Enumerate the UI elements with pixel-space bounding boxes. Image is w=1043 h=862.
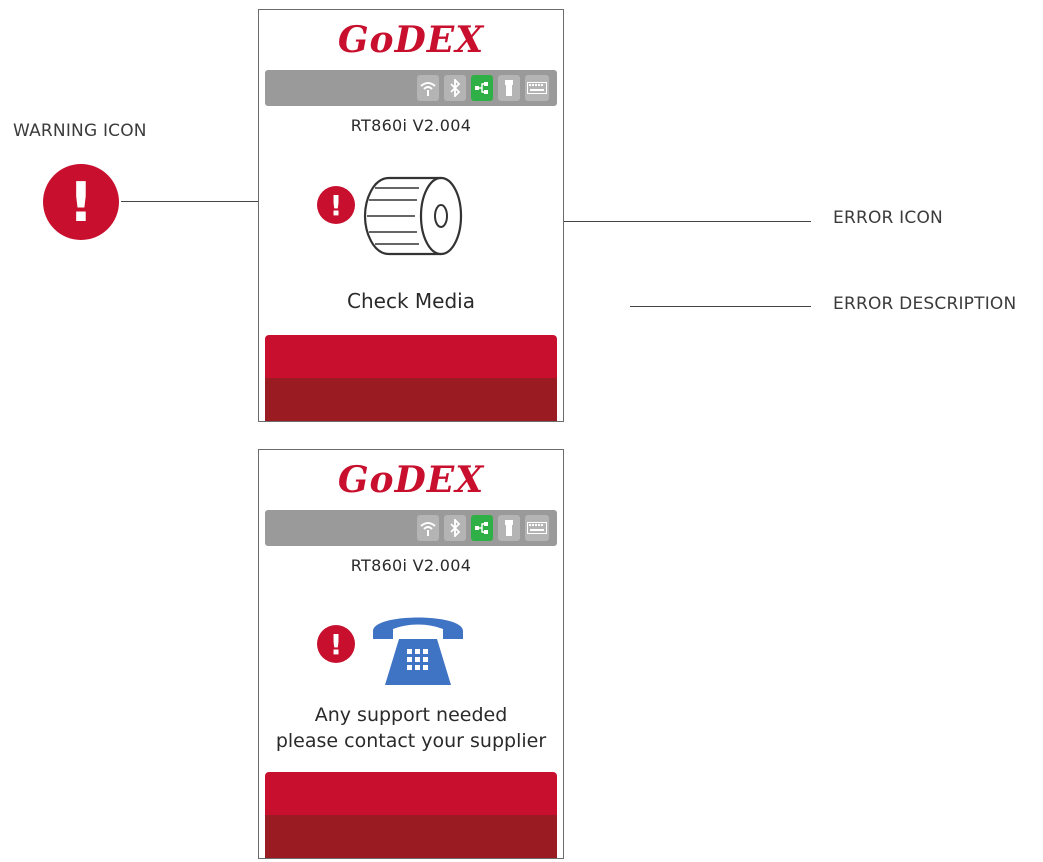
keyboard-icon bbox=[525, 515, 549, 541]
wifi-icon bbox=[417, 75, 439, 101]
bluetooth-icon bbox=[444, 75, 466, 101]
printer-screen-contact-supplier: GoDEX RT860i V2.004 ! bbox=[258, 449, 564, 859]
error-icon-callout-line bbox=[523, 221, 811, 222]
error-description-callout-line bbox=[630, 306, 811, 307]
printer-model-version: RT860i V2.004 bbox=[350, 556, 472, 575]
godex-logo: GoDEX bbox=[337, 459, 485, 501]
network-icon bbox=[471, 75, 493, 101]
error-description: Check Media bbox=[347, 289, 475, 313]
network-icon bbox=[471, 515, 493, 541]
printer-model-version: RT860i V2.004 bbox=[350, 116, 472, 135]
godex-logo: GoDEX bbox=[337, 19, 485, 61]
error-description-callout-label: ERROR DESCRIPTION bbox=[833, 294, 1017, 314]
printer-screen-check-media: GoDEX RT860i V2.004 ! bbox=[258, 9, 564, 422]
error-description-line-1: Any support needed bbox=[314, 704, 508, 726]
usb-icon bbox=[498, 75, 520, 101]
warning-icon: ! bbox=[317, 625, 355, 663]
footer-bar bbox=[265, 335, 557, 421]
telephone-icon bbox=[367, 605, 469, 695]
keyboard-icon bbox=[525, 75, 549, 101]
media-roll-icon bbox=[359, 170, 471, 266]
wifi-icon bbox=[417, 515, 439, 541]
warning-icon-callout-label: WARNING ICON bbox=[13, 121, 147, 141]
status-bar bbox=[265, 70, 557, 106]
warning-icon: ! bbox=[317, 186, 355, 224]
error-icon-callout-label: ERROR ICON bbox=[833, 208, 943, 228]
bluetooth-icon bbox=[444, 515, 466, 541]
warning-icon-large: ! bbox=[43, 164, 119, 240]
error-description-line-2: please contact your supplier bbox=[275, 730, 547, 752]
footer-bar bbox=[265, 772, 557, 858]
warning-callout-line bbox=[121, 201, 315, 202]
status-bar bbox=[265, 510, 557, 546]
usb-icon bbox=[498, 515, 520, 541]
